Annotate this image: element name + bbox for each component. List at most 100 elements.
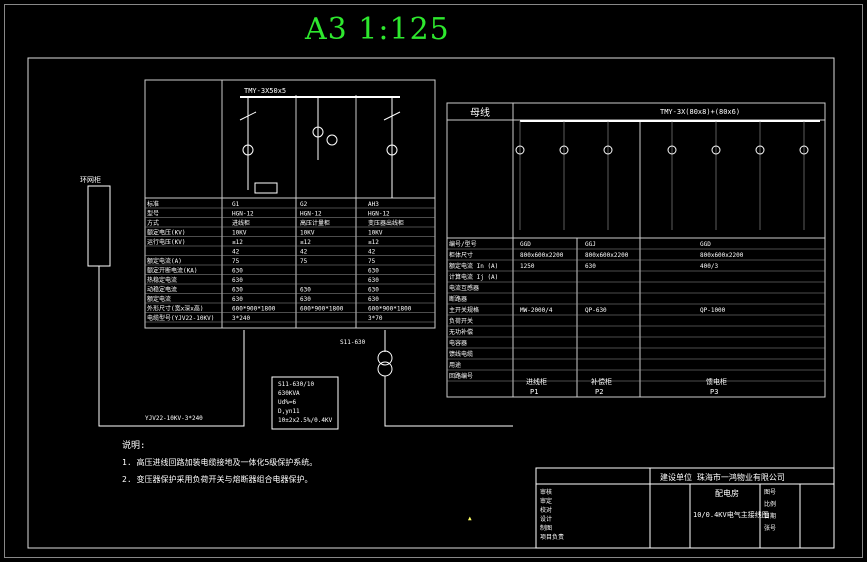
lv-col-use: 进线柜 — [526, 377, 547, 386]
company-name: 建设单位 珠海市一鸿物业有限公司 — [660, 472, 785, 482]
hv-cell: 3*70 — [368, 315, 383, 322]
hv-cell: 630 — [368, 287, 379, 294]
hv-cell: 高压计量柜 — [300, 219, 330, 227]
title-block-row: 审定 — [540, 497, 552, 505]
title-block-right: 比例 — [764, 500, 776, 508]
title-block-row: 设计 — [540, 515, 552, 523]
lv-row-label: 主开关规格 — [449, 306, 479, 314]
marker-icon: ▲ — [468, 515, 472, 522]
lv-panel — [446, 102, 826, 398]
title-block-row: 项目负责 — [540, 533, 564, 541]
sheet-title: A3 1:125 — [305, 12, 450, 47]
hv-busbar-label: TMY-3X50x5 — [244, 87, 286, 95]
title-block-right: 图号 — [764, 489, 776, 496]
hv-cell: 3*240 — [232, 315, 250, 322]
hv-cell: 630 — [232, 268, 243, 275]
hv-cell: 75 — [368, 258, 376, 265]
ammeter-icon — [515, 145, 525, 155]
ammeter-icon — [559, 145, 569, 155]
lv-col-size: 800x600x2200 — [585, 252, 629, 259]
hv-row-label: 标准 — [147, 200, 159, 208]
hv-cell: 10KV — [368, 230, 383, 237]
lv-col-current: 400/3 — [700, 263, 718, 270]
hv-cell: 630 — [232, 296, 243, 303]
hv-cell: 75 — [300, 258, 308, 265]
lv-col-no: P2 — [595, 388, 603, 396]
transformer-spec-line: 630KVA — [278, 390, 300, 397]
lv-col-breaker: QP-1000 — [700, 307, 726, 314]
inner-border — [27, 57, 835, 549]
lv-link-cable — [384, 376, 513, 427]
lv-row-label: 断路器 — [449, 295, 467, 303]
hv-cell: 75 — [232, 258, 240, 265]
lv-row-label: 计算电流 Ij (A) — [449, 273, 498, 281]
transformer-spec-line: S11-630/10 — [278, 381, 315, 388]
lv-busbar-label: TMY-3X(80x8)+(80x6) — [660, 108, 740, 116]
hv-cell: 630 — [300, 287, 311, 294]
lv-bus-header: 母线 — [470, 106, 490, 119]
hv-cell: ≤12 — [368, 239, 379, 246]
hv-row-label: 电缆型号(YJV22-10KV) — [147, 314, 214, 322]
lv-col-breaker: QP-630 — [585, 307, 607, 314]
hv-row-label: 热稳定电流 — [147, 276, 177, 284]
hv-row-label: 外形尺寸(宽x深x高) — [147, 305, 203, 313]
hv-cell: 630 — [368, 268, 379, 275]
transformer-spec-line: 10±2x2.5%/0.4KV — [278, 417, 333, 424]
title-block-row: 审核 — [540, 488, 552, 496]
note-1: 1. 高压进线回路加装电缆接地及一体化5级保护系统。 — [122, 457, 317, 467]
hv-row-label: 动稳定电流 — [147, 286, 177, 294]
lv-row-label: 负荷开关 — [449, 317, 473, 325]
lv-row-label: 编号/型号 — [449, 240, 477, 248]
title-block-row: 制图 — [540, 524, 552, 532]
hv-cubicle-g1 — [239, 97, 257, 190]
hv-cell: AH3 — [368, 201, 379, 208]
transformer-spec-line: Ud%=6 — [278, 399, 296, 406]
ring-cabinet-label: 环网柜 — [80, 175, 101, 184]
hv-cubicle-ah3 — [383, 97, 401, 198]
drawing-frame — [4, 4, 863, 558]
hv-cell: 630 — [232, 277, 243, 284]
hv-cell: 变压器出线柜 — [368, 219, 404, 227]
hv-cell: 630 — [300, 296, 311, 303]
hv-cell: G1 — [232, 201, 240, 208]
transformer-spec-box — [271, 376, 339, 430]
hv-cell: ≤12 — [232, 239, 243, 246]
hv-row-label: 额定电流 — [147, 295, 171, 303]
lv-row-label: 用途 — [449, 361, 461, 369]
lv-col-no: P1 — [530, 388, 538, 396]
hv-cell: HGN-12 — [368, 211, 390, 218]
lv-row-label: 电流互感器 — [449, 284, 479, 292]
hv-cell: ≤12 — [300, 239, 311, 246]
ammeter-icon — [667, 145, 677, 155]
transformer-spec-line: D,yn11 — [278, 408, 300, 415]
lv-col-id: GGD — [700, 241, 711, 248]
ammeter-icon — [755, 145, 765, 155]
hv-feeder-cable-label: YJV22-10KV-3*240 — [145, 415, 203, 422]
lv-col-id: GGD — [520, 241, 531, 248]
hv-cell: 630 — [368, 277, 379, 284]
lv-col-size: 800x600x2200 — [700, 252, 744, 259]
hv-cell: 600*900*1800 — [368, 306, 412, 313]
hv-cell: 10KV — [300, 230, 315, 237]
lv-row-label: 电容器 — [449, 339, 467, 347]
hv-row-label: 方式 — [147, 219, 159, 227]
transformer-secondary-icon — [377, 361, 393, 377]
lv-col-size: 800x600x2200 — [520, 252, 564, 259]
lv-row-label: 回路编号 — [449, 372, 473, 380]
lv-col-breaker: MW-2000/4 — [520, 307, 553, 314]
hv-panel — [144, 79, 436, 329]
lv-feeders — [515, 121, 809, 230]
lv-row-label: 额定电流 In (A) — [449, 262, 498, 270]
ammeter-icon — [799, 145, 809, 155]
transformer-primary-icon — [377, 350, 393, 366]
title-block-row: 校对 — [540, 506, 552, 514]
hv-cell: G2 — [300, 201, 308, 208]
title-block-right: 日期 — [764, 512, 776, 520]
lv-col-id: GGJ — [585, 241, 596, 248]
lv-row-label: 无功补偿 — [449, 328, 473, 336]
lv-col-use: 馈电柜 — [706, 377, 727, 386]
hv-cell: HGN-12 — [232, 211, 254, 218]
